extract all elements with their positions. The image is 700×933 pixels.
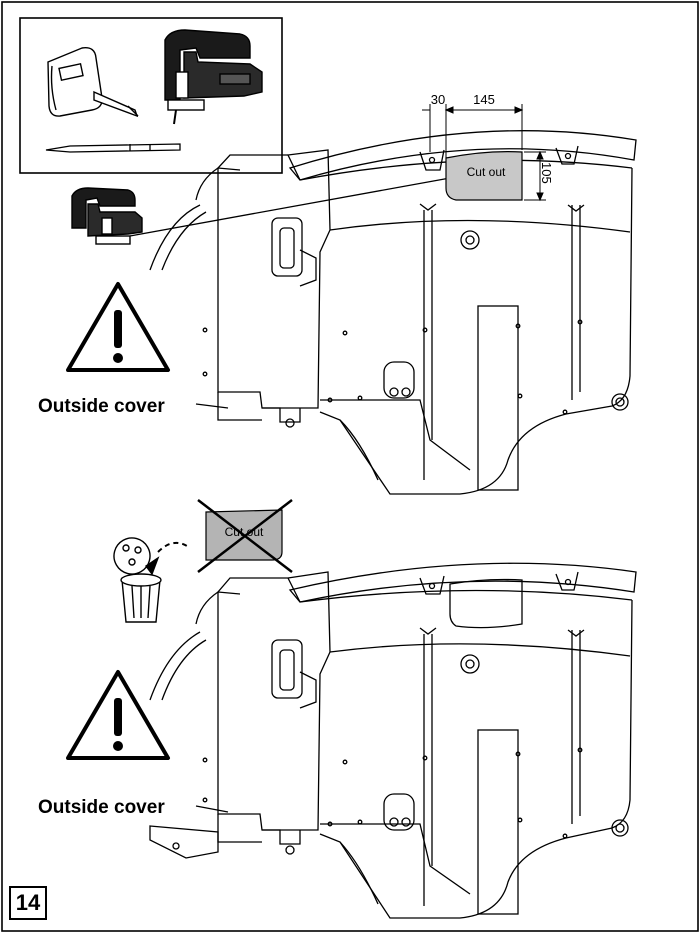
dimension-height: 105 xyxy=(539,162,554,184)
cross-out-icon xyxy=(197,499,293,573)
warning-label-top: Outside cover xyxy=(38,396,165,417)
dimension-lines xyxy=(422,104,546,202)
jigsaw-icon xyxy=(164,29,263,125)
pencil-icon xyxy=(45,143,181,153)
trash-bin-icon xyxy=(113,537,191,623)
warning-label-bottom: Outside cover xyxy=(38,797,165,818)
warning-icon xyxy=(66,670,170,760)
jigsaw-icon xyxy=(71,187,143,245)
step-number: 14 xyxy=(9,886,47,920)
dimension-left: 30 xyxy=(431,92,445,107)
cut-guide-line xyxy=(129,177,451,237)
label-leader xyxy=(195,805,229,813)
cutout-label: Cut out xyxy=(467,165,506,179)
tools-box xyxy=(19,17,283,174)
tape-measure-icon xyxy=(47,47,139,118)
cover-top xyxy=(149,130,637,495)
cover-bottom xyxy=(149,562,637,919)
label-leader xyxy=(195,403,229,409)
cutout-area xyxy=(445,151,523,201)
dimension-width: 145 xyxy=(473,92,495,107)
warning-icon xyxy=(66,282,170,372)
